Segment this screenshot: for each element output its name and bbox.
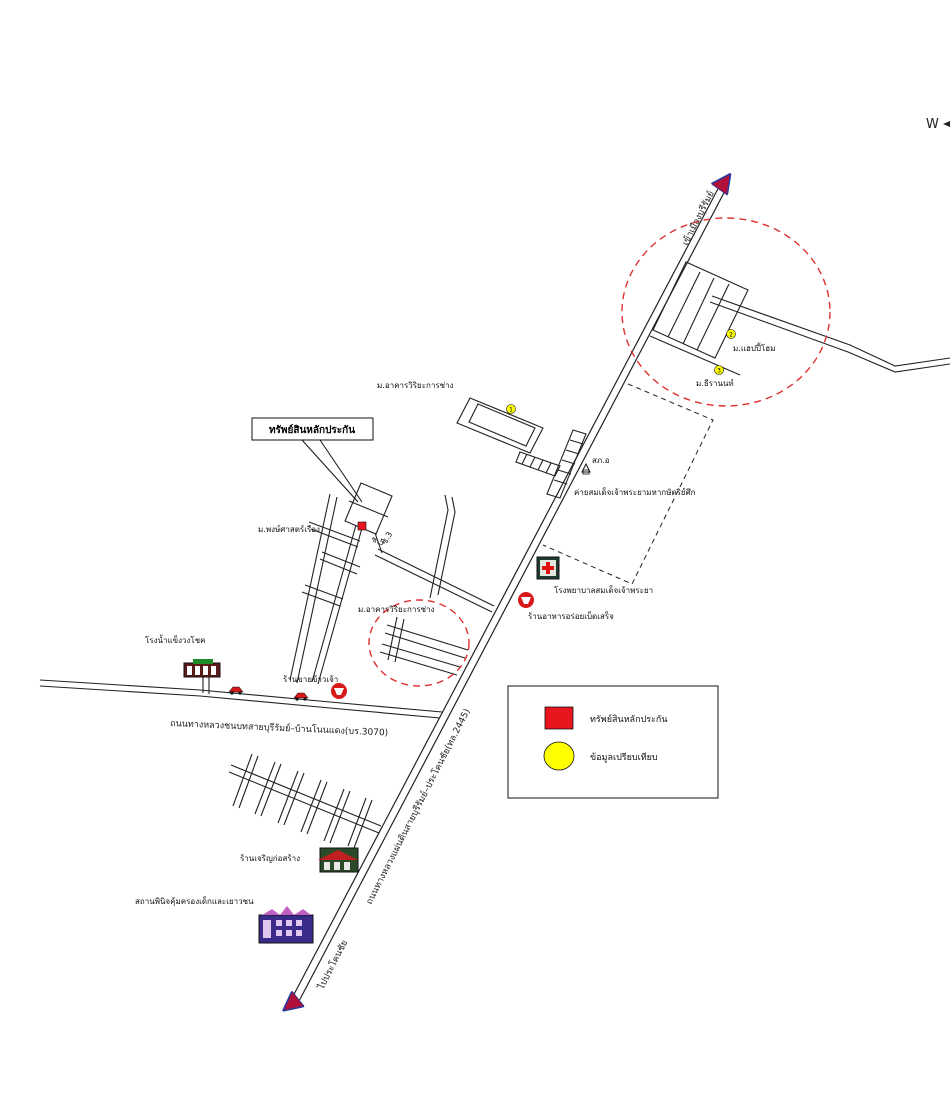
label-village-mid-right: ม.ธีรานนท์ (696, 378, 734, 388)
svg-text:3: 3 (717, 368, 721, 375)
comparable-marker-3: 3 (714, 365, 724, 375)
car-icon (293, 692, 309, 701)
label-village-mid: ม.อาคารวิริยะการช่าง (358, 605, 435, 614)
car-icon (228, 686, 244, 695)
label-village-top-right: ม.แฮปปี้โฮม (733, 342, 775, 353)
small-road-a-label: ซ.5 (370, 534, 385, 547)
compass-west-label: W (926, 117, 939, 132)
compass-arrow-icon (943, 121, 950, 127)
police-icon (581, 462, 591, 475)
label-ice-factory: โรงน้ำแข็งวงโชค (145, 634, 205, 645)
collateral-area-roads (289, 482, 495, 685)
to-south-label: ไปประโคนชัย (315, 938, 350, 992)
hospital-icon (536, 556, 560, 580)
label-hospital: โรงพยาบาลสมเด็จเจ้าพระยา (554, 585, 653, 595)
label-camp: ค่ายสมเด็จเจ้าพระยามหากษัตริย์ศึก (574, 487, 696, 497)
secondary-road-label: ถนนทางหลวงชนบทสายบุรีรัมย์–บ้านโนนแดง(บร… (170, 717, 389, 739)
south-arrow-icon (289, 1002, 294, 1006)
north-arrow-icon (721, 180, 726, 187)
restaurant-icon (518, 592, 534, 608)
comparable-marker-1: 1 (506, 404, 516, 414)
callout-pointer (301, 439, 363, 503)
collateral-callout: ทรัพย์สินหลักประกัน (251, 417, 374, 503)
east-road (709, 295, 950, 373)
rice-shop-icon (331, 683, 347, 699)
comparable-marker-2: 2 (726, 329, 736, 339)
small-road-b-label: ซ.3 (380, 530, 394, 546)
village-grid-top-right (649, 261, 749, 376)
secondary-road (39, 679, 443, 719)
callout-label: ทรัพย์สินหลักประกัน (269, 424, 355, 436)
label-school: สถานพินิจคุ้มครองเด็กและเยาวชน (135, 896, 254, 906)
hatched-strip (515, 429, 587, 499)
callout-box (251, 417, 374, 441)
label-village-top: ม.อาคารวิริยะการช่าง (377, 381, 454, 390)
main-road (289, 180, 727, 1006)
ice-factory-icon (183, 659, 221, 678)
label-village-left: ม.พงษ์ศาสตร์เรือง (258, 524, 320, 534)
label-construction-shop: ร้านเจริญก่อสร้าง (240, 854, 300, 863)
svg-text:1: 1 (509, 407, 513, 414)
legend-collateral-swatch (544, 706, 574, 730)
zone-circle-top (621, 217, 831, 407)
camp-boundary (542, 383, 714, 585)
label-rice-shop: ร้านขายข้าวเจ้า (283, 675, 338, 684)
village-grid-lower (228, 753, 382, 849)
construction-shop-icon (318, 847, 359, 873)
compass-west: W (926, 117, 950, 132)
school-icon (258, 906, 314, 944)
label-restaurant: ร้านอาหารอร่อยเบ็ดเสร็จ (528, 611, 614, 621)
legend-box (507, 685, 719, 799)
map-legend: ทรัพย์สินหลักประกัน ข้อมูลเปรียบเทียบ (507, 685, 719, 799)
ice-factory-access (202, 675, 210, 694)
legend-collateral-label: ทรัพย์สินหลักประกัน (590, 713, 668, 725)
svg-text:2: 2 (729, 332, 733, 339)
zone-circle-mid (368, 599, 470, 687)
legend-comparable-swatch (543, 741, 575, 771)
legend-comparable-label: ข้อมูลเปรียบเทียบ (590, 752, 658, 763)
top-village-block (456, 397, 544, 454)
label-police: สภ.อ (592, 456, 610, 465)
village-grid-mid (379, 616, 469, 676)
collateral-marker (357, 521, 367, 531)
